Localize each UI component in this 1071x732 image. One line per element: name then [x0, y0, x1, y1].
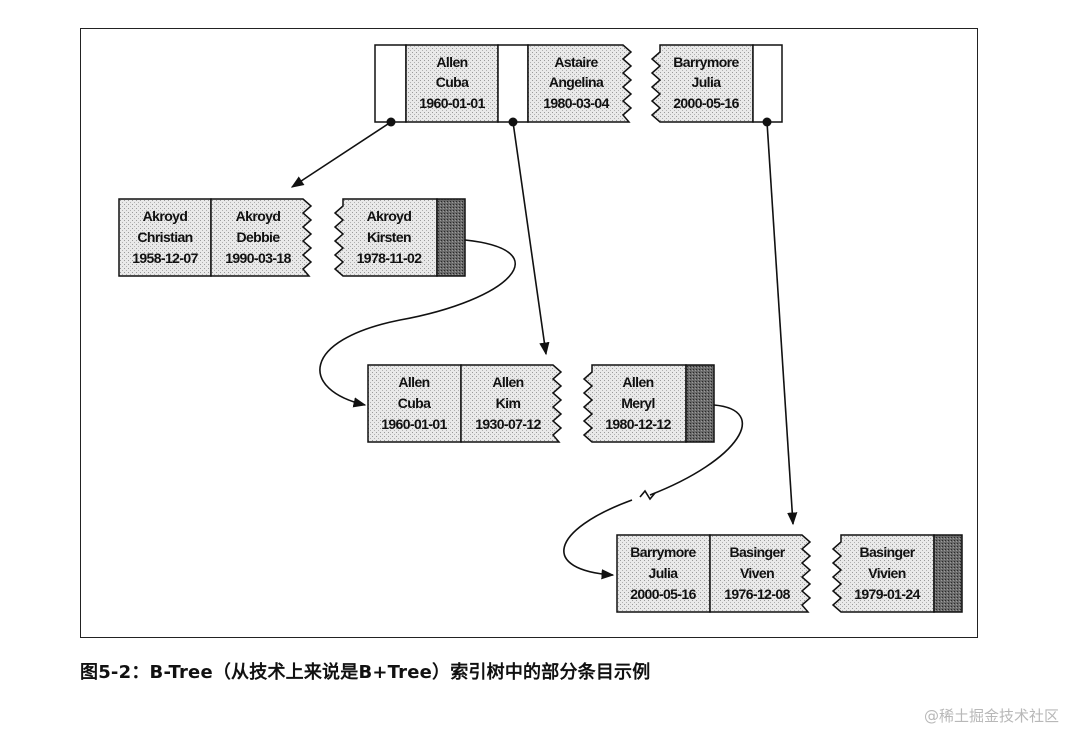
arrow-root-to-leaf2 [512, 121, 550, 356]
leaf2-entry-2-last: Allen [492, 374, 523, 390]
leaf1-entry-2-last: Akroyd [236, 208, 281, 224]
root-pointer-slot-3 [752, 44, 783, 123]
leaf3-next-pointer [933, 534, 963, 613]
leaf2-entry-3-dob: 1980-12-12 [605, 416, 671, 432]
leaf2-entry-1-dob: 1960-01-01 [381, 416, 447, 432]
leaf3-entry-1-last: Barrymore [630, 544, 696, 560]
arrow-leaf1-to-leaf2 [319, 239, 516, 408]
root-pointer-dot-2 [508, 117, 518, 127]
leaf2-entry-3-last: Allen [622, 374, 653, 390]
leaf1-entry-2-bg [210, 198, 313, 277]
root-entry-2-bg [527, 44, 633, 123]
pointer-arrows [290, 121, 798, 580]
root-entry-2-first: Angelina [549, 74, 604, 90]
leaf3-entry-2-first: Viven [740, 565, 774, 581]
leaf1-entry-1-first: Christian [137, 229, 192, 245]
root-entry-2-dob: 1980-03-04 [543, 95, 609, 111]
leaf-node-2: Allen Cuba 1960-01-01 Allen Kim 1930-07-… [367, 364, 715, 443]
leaf2-next-pointer [685, 364, 715, 443]
root-pointer-slot-2 [497, 44, 529, 123]
leaf2-entry-1-bg [367, 364, 462, 443]
leaf3-entry-2-last: Basinger [729, 544, 785, 560]
watermark: @稀土掘金技术社区 [923, 707, 1059, 725]
leaf1-entry-3-dob: 1978-11-02 [357, 250, 423, 266]
leaf3-entry-1-first: Julia [649, 565, 679, 581]
figure-frame [80, 28, 978, 638]
leaf2-entry-3-first: Meryl [621, 395, 655, 411]
leaf1-entry-2-first: Debbie [236, 229, 280, 245]
root-entry-1-last: Allen [436, 54, 467, 70]
arrow-root-to-leaf3 [766, 121, 798, 526]
figure-caption: 图5-2：B-Tree（从技术上来说是B+Tree）索引树中的部分条目示例 [80, 662, 651, 683]
root-entry-3-last: Barrymore [673, 54, 739, 70]
root-pointer-dot-1 [386, 117, 396, 127]
root-pointer-dot-3 [762, 117, 772, 127]
leaf3-entry-2-bg [709, 534, 812, 613]
root-entry-1-dob: 1960-01-01 [419, 95, 485, 111]
leaf3-entry-3-first: Vivien [868, 565, 905, 581]
leaf2-entry-3-bg [582, 364, 687, 443]
arrow-leaf2-to-leaf3-b [563, 499, 633, 580]
leaf3-entry-1-dob: 2000-05-16 [630, 586, 696, 602]
leaf2-entry-1-first: Cuba [398, 395, 431, 411]
leaf3-entry-1-bg [616, 534, 711, 613]
leaf2-entry-2-first: Kim [496, 395, 521, 411]
leaf1-entry-3-first: Kirsten [367, 229, 411, 245]
leaf3-entry-3-bg [831, 534, 935, 613]
leaf3-entry-3-dob: 1979-01-24 [854, 586, 920, 602]
root-entry-1-bg [405, 44, 499, 123]
root-entry-3-bg [650, 44, 754, 123]
leaf1-entry-1-last: Akroyd [143, 208, 188, 224]
leaf3-entry-3-last: Basinger [859, 544, 915, 560]
root-node: Allen Cuba 1960-01-01 Astaire Angelina 1… [374, 44, 783, 123]
arrow-leaf2-to-leaf3-break [639, 489, 656, 501]
arrow-root-to-leaf1 [290, 121, 392, 188]
root-entry-2-last: Astaire [554, 54, 598, 70]
root-entry-1-first: Cuba [436, 74, 469, 90]
leaf1-entry-1-dob: 1958-12-07 [132, 250, 198, 266]
leaf1-entry-1-bg [118, 198, 212, 277]
leaf3-entry-2-dob: 1976-12-08 [724, 586, 790, 602]
leaf2-entry-2-bg [460, 364, 563, 443]
leaf1-entry-3-last: Akroyd [367, 208, 412, 224]
leaf2-entry-1-last: Allen [398, 374, 429, 390]
leaf1-entry-3-bg [333, 198, 438, 277]
pointer-dots [386, 117, 772, 127]
root-entry-3-first: Julia [692, 74, 722, 90]
leaf1-next-pointer [436, 198, 466, 277]
leaf1-entry-2-dob: 1990-03-18 [225, 250, 291, 266]
root-pointer-slot-1 [374, 44, 407, 123]
arrow-leaf2-to-leaf3-a [649, 404, 744, 496]
leaf-node-1: Akroyd Christian 1958-12-07 Akroyd Debbi… [118, 198, 466, 277]
leaf2-entry-2-dob: 1930-07-12 [475, 416, 541, 432]
leaf-node-3: Barrymore Julia 2000-05-16 Basinger Vive… [616, 534, 963, 613]
root-entry-3-dob: 2000-05-16 [673, 95, 739, 111]
